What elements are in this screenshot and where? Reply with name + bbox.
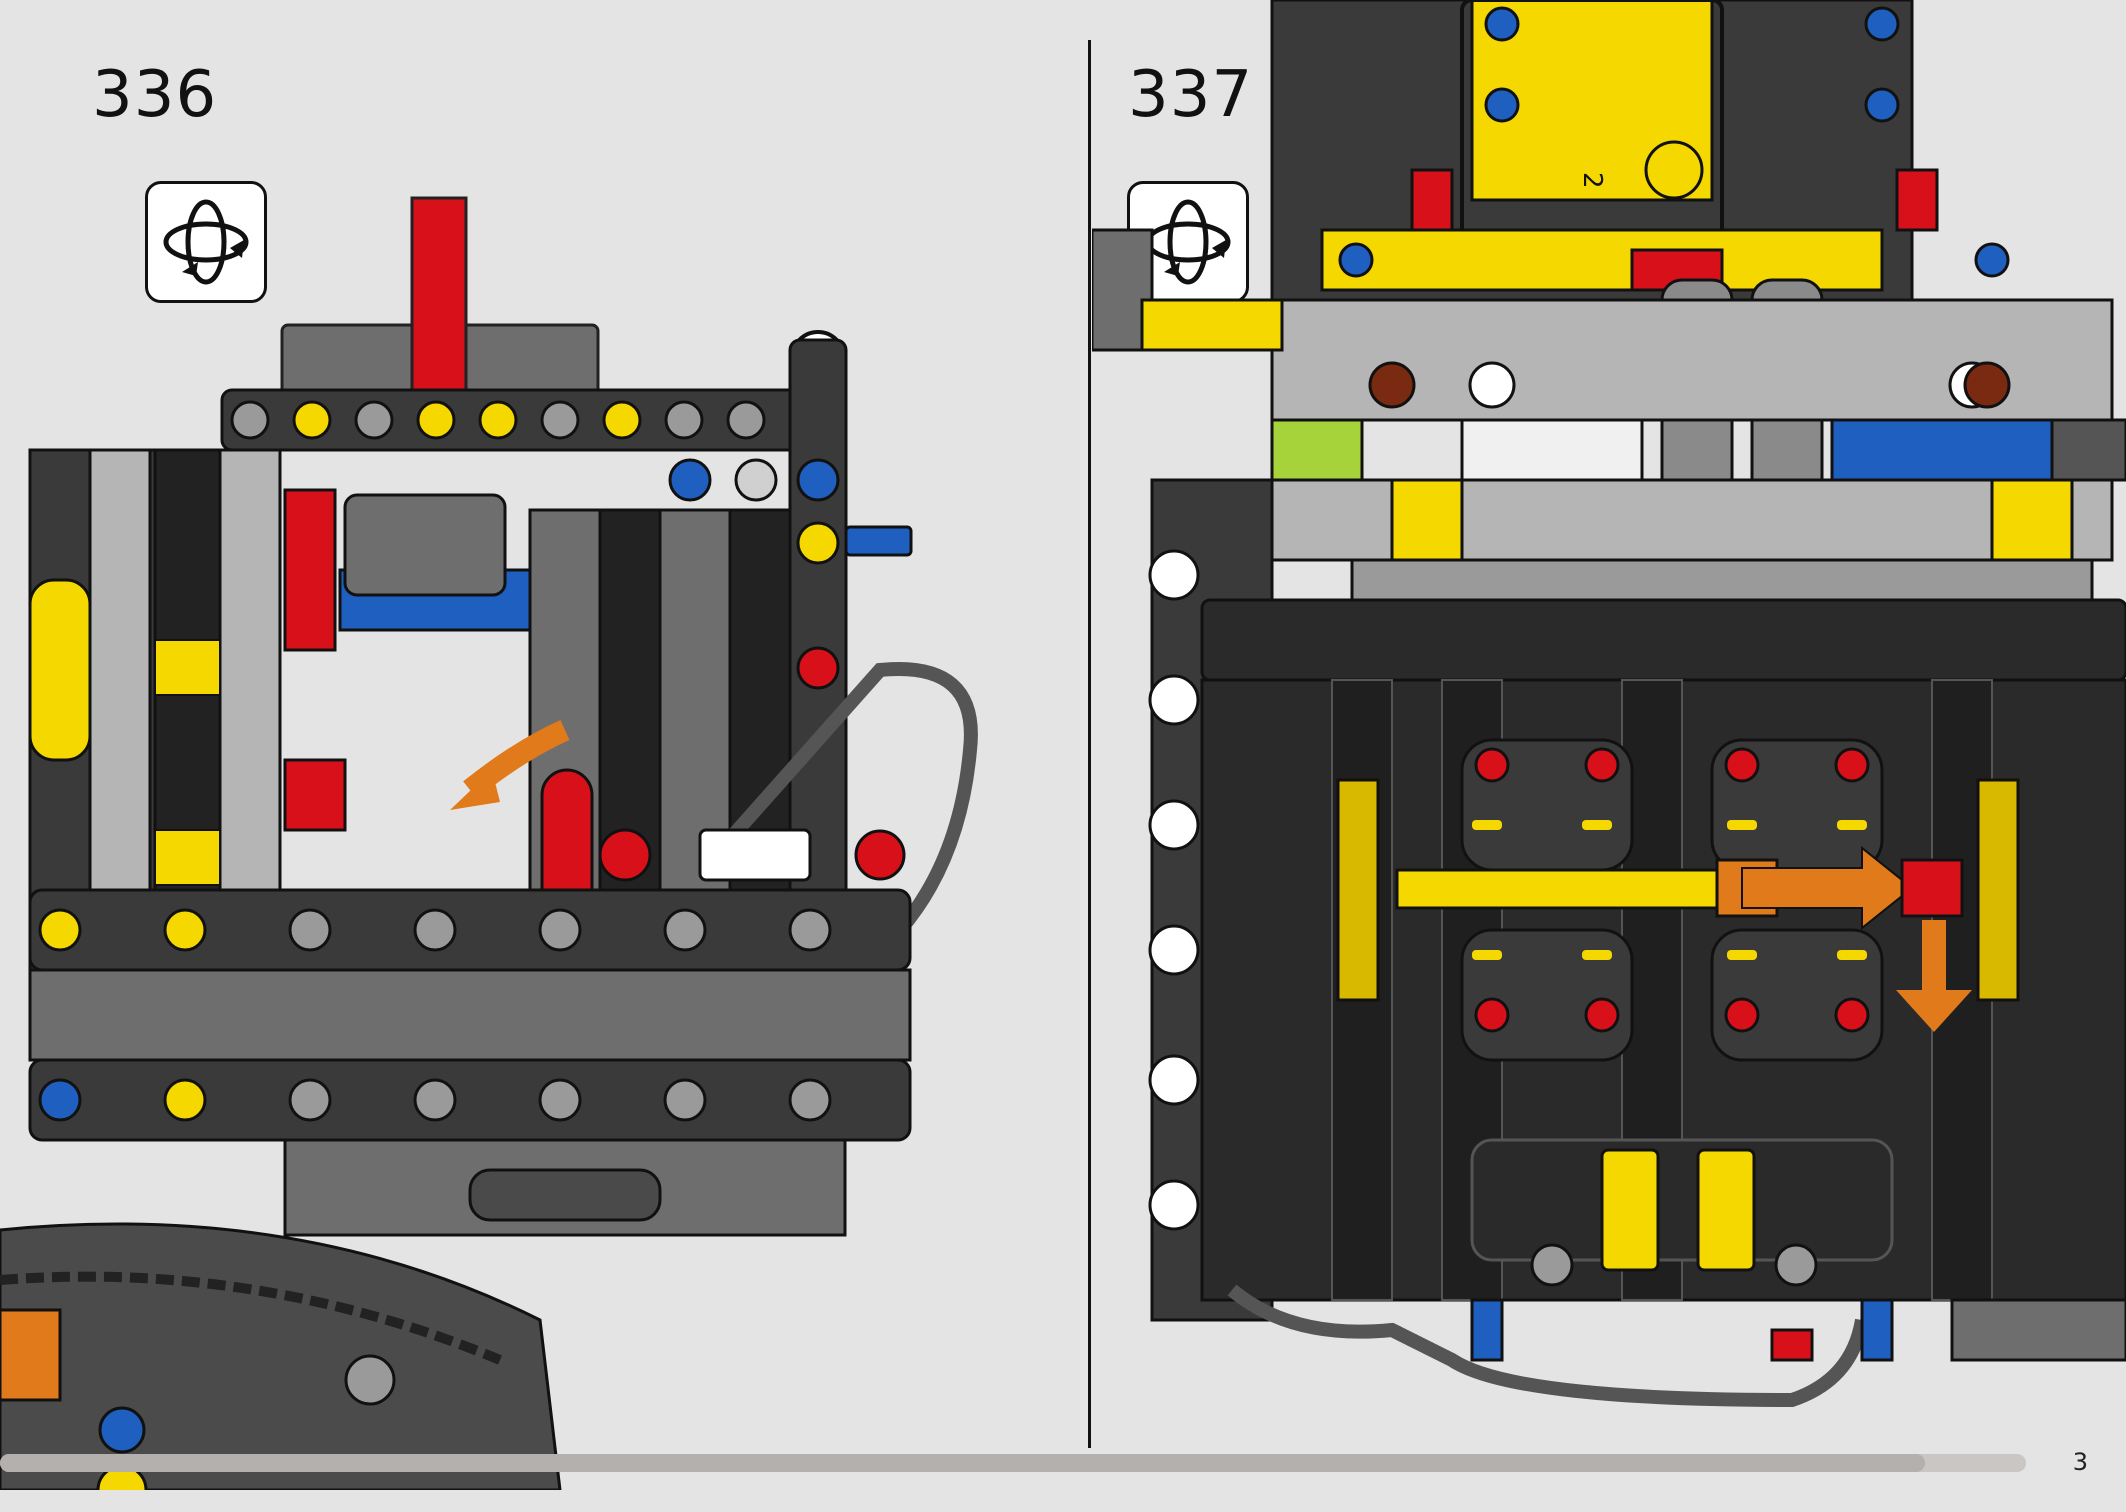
- step-number-336: 336: [92, 58, 218, 132]
- page-number: 3: [2072, 1448, 2088, 1476]
- rotate-model-icon: [145, 181, 267, 303]
- progress-bar: [0, 1454, 2026, 1472]
- step-number-337: 337: [1128, 58, 1254, 132]
- step-336-assembly-illustration: [0, 196, 978, 1490]
- page-divider: [1088, 40, 1091, 1448]
- progress-fill: [0, 1454, 1925, 1472]
- gear-number-label: 2: [1577, 172, 1607, 189]
- step-337-assembly-illustration: 2: [1092, 0, 2126, 1408]
